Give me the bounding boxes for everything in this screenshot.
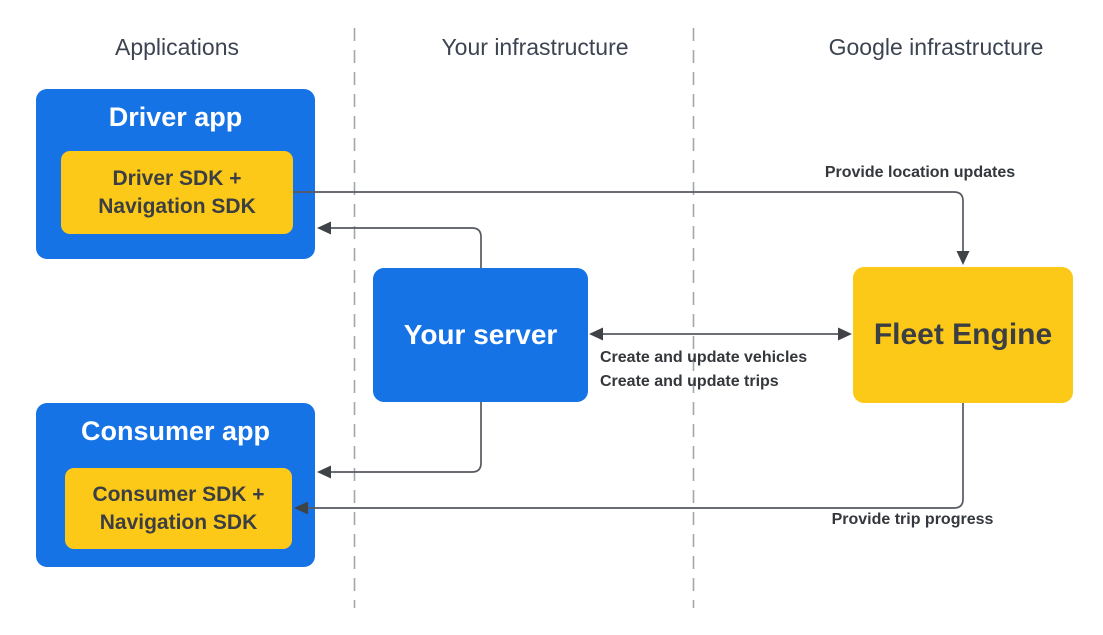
driver-sdk-chip: Driver SDK + Navigation SDK xyxy=(61,151,293,234)
edge-server-fleet-arrowhead-left xyxy=(589,327,603,341)
edge-server-fleet-arrowhead-right xyxy=(838,327,852,341)
consumer-sdk-line2: Navigation SDK xyxy=(99,510,258,534)
edge-server-to-consumer-line xyxy=(331,402,482,473)
edge-server-to-driver-line xyxy=(331,227,482,268)
column-header-google-infrastructure: Google infrastructure xyxy=(828,34,1044,60)
consumer-app-title: Consumer app xyxy=(80,416,271,446)
label-provide-location-updates: Provide location updates xyxy=(824,164,1016,181)
node-driver-app: Driver app Driver SDK + Navigation SDK xyxy=(36,89,315,259)
label-create-update-vehicles: Create and update vehicles xyxy=(600,349,808,366)
node-your-server: Your server xyxy=(373,268,588,402)
edge-server-to-driver-arrowhead-left xyxy=(317,221,331,235)
edge-server-to-consumer-arrowhead-left xyxy=(317,465,331,479)
label-create-update-trips: Create and update trips xyxy=(600,373,779,390)
label-provide-trip-progress: Provide trip progress xyxy=(831,511,994,528)
column-header-applications: Applications xyxy=(114,34,240,60)
driver-sdk-line1: Driver SDK + xyxy=(112,166,242,190)
consumer-sdk-chip: Consumer SDK + Navigation SDK xyxy=(65,468,292,549)
column-header-your-infrastructure: Your infrastructure xyxy=(441,34,629,60)
edge-provide-location-updates-line xyxy=(293,191,964,252)
edge-provide-location-updates-arrowhead-down xyxy=(956,251,970,265)
edge-provide-trip-progress-line xyxy=(308,403,964,509)
node-fleet-engine: Fleet Engine xyxy=(853,267,1073,403)
consumer-sdk-line1: Consumer SDK + xyxy=(92,482,265,506)
your-server-title: Your server xyxy=(403,319,558,350)
label-create-and-update: Create and update vehicles Create and up… xyxy=(600,346,807,394)
driver-app-title: Driver app xyxy=(108,102,243,132)
driver-sdk-line2: Navigation SDK xyxy=(98,194,256,218)
node-consumer-app: Consumer app Consumer SDK + Navigation S… xyxy=(36,403,315,567)
